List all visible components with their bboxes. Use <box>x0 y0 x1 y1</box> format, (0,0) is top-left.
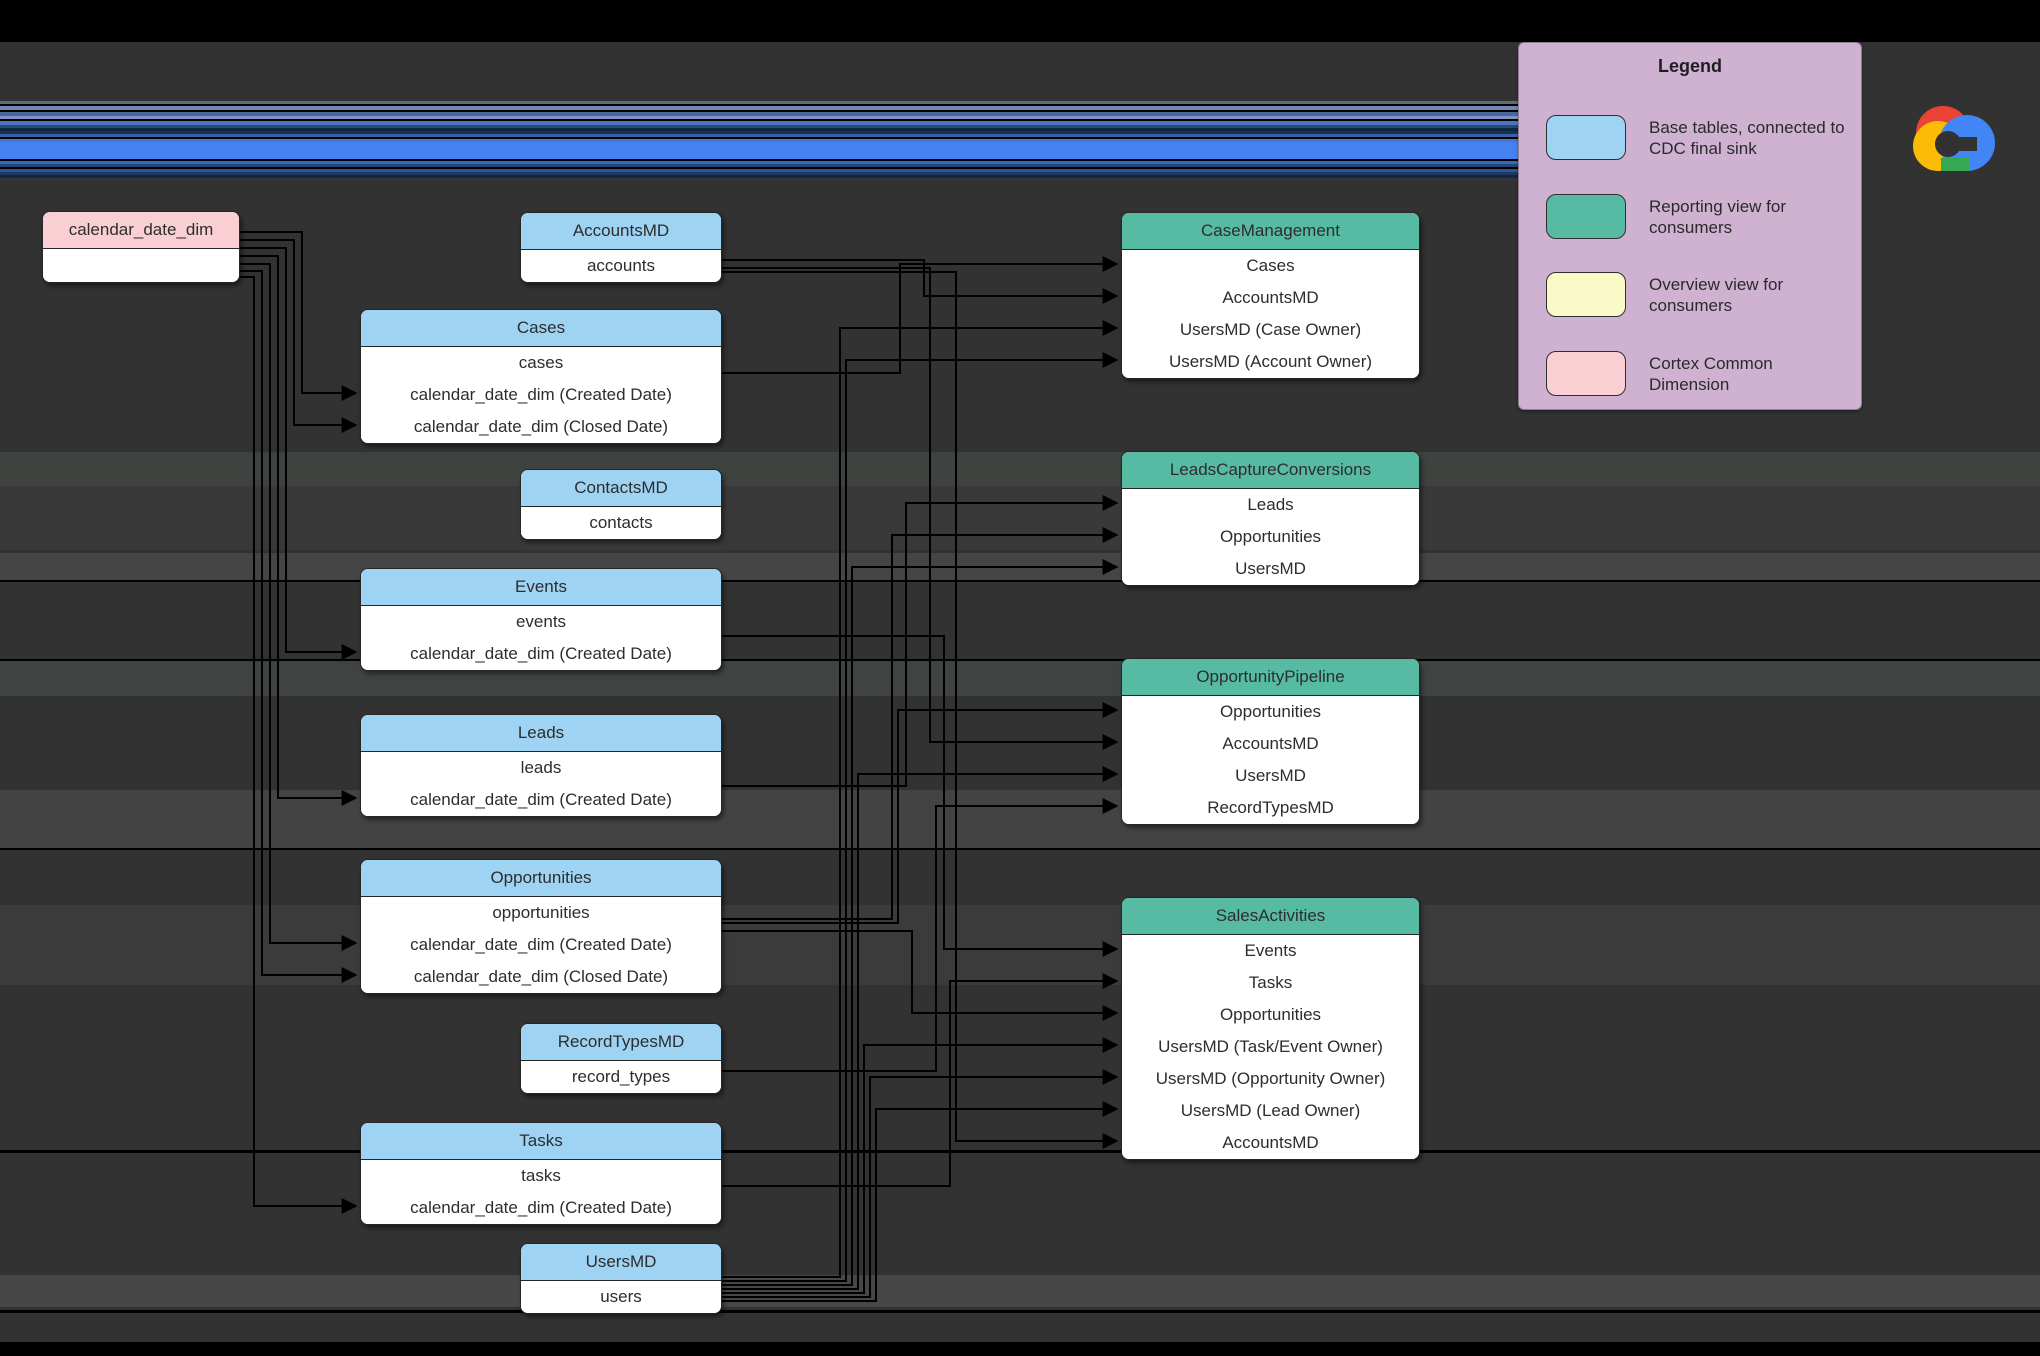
table-row: Cases <box>1122 250 1419 282</box>
table-row: calendar_date_dim (Created Date) <box>361 379 721 411</box>
table-row: UsersMD <box>1122 760 1419 792</box>
table-row: tasks <box>361 1160 721 1192</box>
table-calendar-date-dim[interactable]: calendar_date_dim <box>42 211 240 283</box>
table-row: leads <box>361 752 721 784</box>
table-title: Leads <box>361 715 721 752</box>
table-row: AccountsMD <box>1122 282 1419 314</box>
table-row: calendar_date_dim (Created Date) <box>361 638 721 670</box>
table-row: cases <box>361 347 721 379</box>
table-row: UsersMD (Case Owner) <box>1122 314 1419 346</box>
google-cloud-logo-icon <box>1913 106 1995 171</box>
table-title: LeadsCaptureConversions <box>1122 452 1419 489</box>
table-row: AccountsMD <box>1122 1127 1419 1159</box>
table-row: UsersMD (Opportunity Owner) <box>1122 1063 1419 1095</box>
scanline-artifact <box>0 905 2040 985</box>
legend-panel: Legend Base tables, connected to CDC fin… <box>1518 42 1862 410</box>
table-cases[interactable]: Cases cases calendar_date_dim (Created D… <box>360 309 722 444</box>
scanline-artifact <box>0 661 2040 696</box>
table-title: SalesActivities <box>1122 898 1419 935</box>
table-title: RecordTypesMD <box>521 1024 721 1061</box>
table-row: Opportunities <box>1122 696 1419 728</box>
legend-item: Cortex Common Dimension <box>1546 351 1849 396</box>
table-leads[interactable]: Leads leads calendar_date_dim (Created D… <box>360 714 722 817</box>
table-title: CaseManagement <box>1122 213 1419 250</box>
table-row: calendar_date_dim (Closed Date) <box>361 411 721 443</box>
table-row: opportunities <box>361 897 721 929</box>
table-title: calendar_date_dim <box>43 212 239 249</box>
table-row: UsersMD (Task/Event Owner) <box>1122 1031 1419 1063</box>
table-row: events <box>361 606 721 638</box>
glitch-blue-band <box>0 101 1524 181</box>
table-title: UsersMD <box>521 1244 721 1281</box>
table-row: calendar_date_dim (Created Date) <box>361 784 721 816</box>
table-row: record_types <box>521 1061 721 1093</box>
table-opportunities[interactable]: Opportunities opportunities calendar_dat… <box>360 859 722 994</box>
table-leadscaptureconversions[interactable]: LeadsCaptureConversions Leads Opportunit… <box>1121 451 1420 586</box>
table-row: Opportunities <box>1122 521 1419 553</box>
table-accountsmd[interactable]: AccountsMD accounts <box>520 212 722 283</box>
legend-label: Cortex Common Dimension <box>1649 353 1773 394</box>
legend-label: Overview view for consumers <box>1649 274 1784 315</box>
table-row: calendar_date_dim (Closed Date) <box>361 961 721 993</box>
table-contactsmd[interactable]: ContactsMD contacts <box>520 469 722 540</box>
scanline-artifact <box>0 1310 2040 1313</box>
legend-label: Base tables, connected to CDC final sink <box>1649 117 1845 158</box>
table-row: calendar_date_dim (Created Date) <box>361 1192 721 1224</box>
table-row: contacts <box>521 507 721 539</box>
table-recordtypesmd[interactable]: RecordTypesMD record_types <box>520 1023 722 1094</box>
table-row: users <box>521 1281 721 1313</box>
legend-swatch-overview-view <box>1546 272 1626 317</box>
table-row: Opportunities <box>1122 999 1419 1031</box>
legend-label: Reporting view for consumers <box>1649 196 1787 237</box>
table-events[interactable]: Events events calendar_date_dim (Created… <box>360 568 722 671</box>
table-row: UsersMD (Account Owner) <box>1122 346 1419 378</box>
table-row: UsersMD <box>1122 553 1419 585</box>
legend-swatch-reporting-view <box>1546 194 1626 239</box>
table-casemanagement[interactable]: CaseManagement Cases AccountsMD UsersMD … <box>1121 212 1420 379</box>
table-opportunitypipeline[interactable]: OpportunityPipeline Opportunities Accoun… <box>1121 658 1420 825</box>
table-row: AccountsMD <box>1122 728 1419 760</box>
scanline-artifact <box>0 486 2040 550</box>
scanline-artifact <box>0 452 2040 486</box>
table-row: Leads <box>1122 489 1419 521</box>
legend-item: Base tables, connected to CDC final sink <box>1546 115 1849 160</box>
legend-swatch-common-dimension <box>1546 351 1626 396</box>
legend-swatch-base-tables <box>1546 115 1626 160</box>
table-row: calendar_date_dim (Created Date) <box>361 929 721 961</box>
table-title: Cases <box>361 310 721 347</box>
table-row <box>43 249 239 282</box>
table-title: ContactsMD <box>521 470 721 507</box>
table-row: Tasks <box>1122 967 1419 999</box>
table-row: UsersMD (Lead Owner) <box>1122 1095 1419 1127</box>
scanline-artifact <box>0 848 2040 850</box>
table-row: accounts <box>521 250 721 282</box>
legend-title: Legend <box>1657 56 1722 76</box>
table-title: Opportunities <box>361 860 721 897</box>
top-black-bar <box>0 0 2040 42</box>
table-usersmd[interactable]: UsersMD users <box>520 1243 722 1314</box>
table-title: Tasks <box>361 1123 721 1160</box>
table-salesactivities[interactable]: SalesActivities Events Tasks Opportuniti… <box>1121 897 1420 1160</box>
scanline-artifact <box>0 790 2040 848</box>
scanline-artifact <box>0 1150 2040 1153</box>
legend-item: Overview view for consumers <box>1546 272 1849 317</box>
scanline-artifact <box>0 1275 2040 1307</box>
table-row: RecordTypesMD <box>1122 792 1419 824</box>
table-title: OpportunityPipeline <box>1122 659 1419 696</box>
legend-item: Reporting view for consumers <box>1546 194 1849 239</box>
table-title: AccountsMD <box>521 213 721 250</box>
table-row: Events <box>1122 935 1419 967</box>
bottom-black-bar <box>0 1342 2040 1356</box>
scanline-artifact <box>0 580 2040 582</box>
table-title: Events <box>361 569 721 606</box>
scanline-artifact <box>0 659 2040 661</box>
table-tasks[interactable]: Tasks tasks calendar_date_dim (Created D… <box>360 1122 722 1225</box>
